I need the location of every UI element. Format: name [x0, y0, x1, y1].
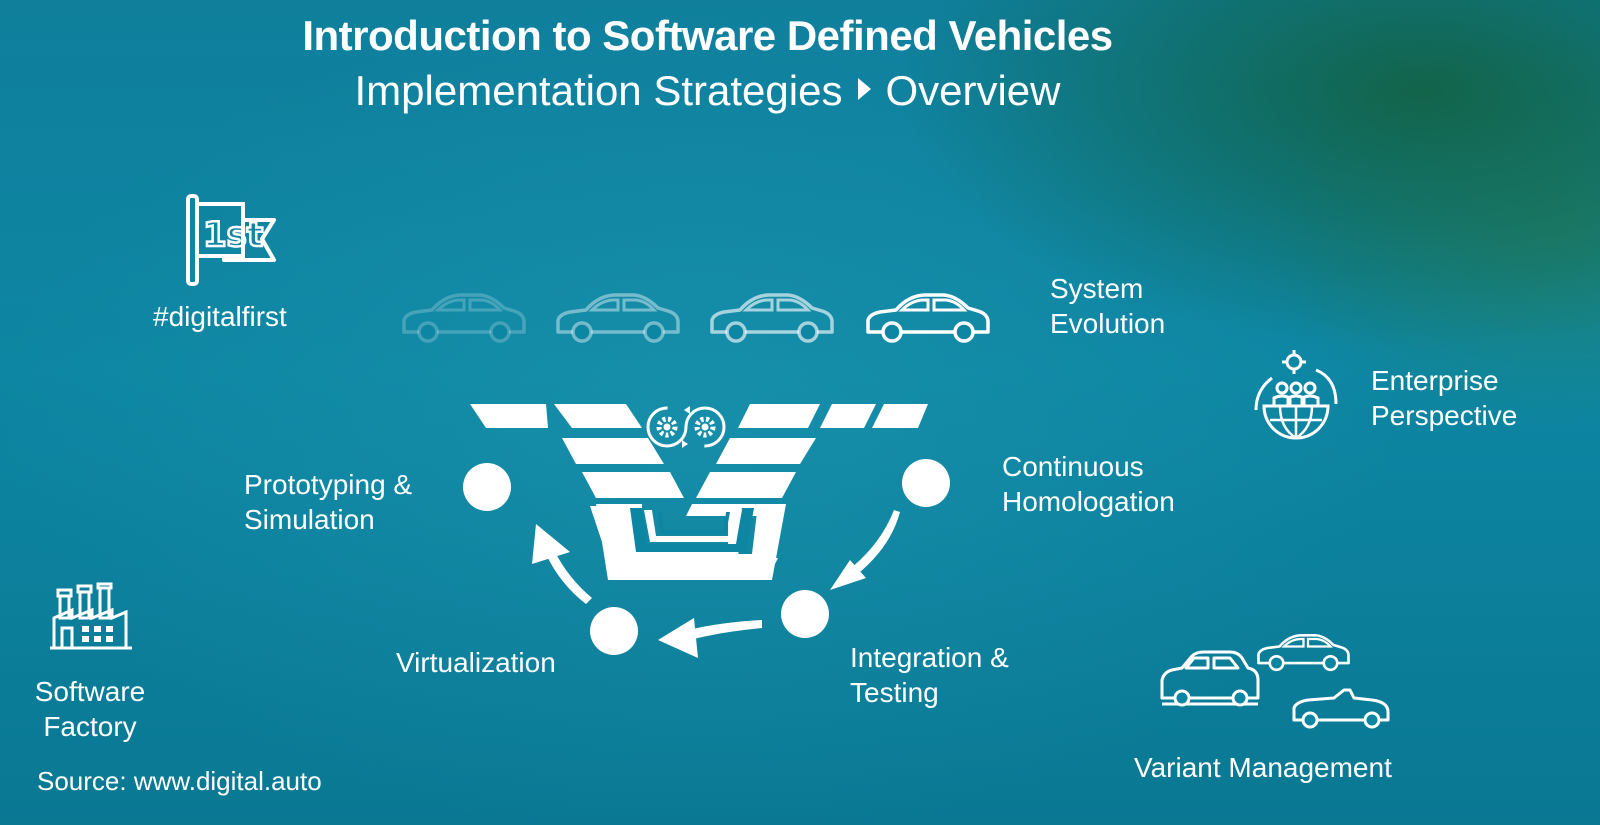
cycle-node-prototyping	[463, 463, 511, 511]
slide-title: Introduction to Software Defined Vehicle…	[302, 12, 1113, 59]
integration-testing-label: Integration &Testing	[850, 642, 1009, 708]
source-credit: Source: www.digital.auto	[37, 766, 322, 796]
virtualization-label: Virtualization	[396, 647, 556, 678]
cycle-node-virtualization	[590, 607, 638, 655]
cycle-node-integration	[781, 590, 829, 638]
v-model-bucket-icon	[596, 504, 786, 580]
variant-management-label: Variant Management	[1134, 752, 1392, 783]
car-icon-faded-3	[710, 293, 834, 343]
cycle-arrows-icon	[532, 510, 900, 658]
car-variants-icon	[1160, 633, 1390, 729]
digital-first-label: #digitalfirst	[153, 301, 287, 332]
breadcrumb-subsection: Overview	[885, 66, 1061, 114]
breadcrumb-arrow-icon	[858, 77, 872, 100]
slide-subtitle: Implementation Strategies Overview	[0, 64, 1415, 115]
breadcrumb-section: Implementation Strategies	[354, 66, 843, 114]
enterprise-globe-icon	[1254, 350, 1338, 440]
car-icon-faded-1	[402, 293, 526, 343]
cycle-node-homologation	[902, 459, 950, 507]
car-icon-current	[866, 293, 990, 343]
factory-icon	[50, 582, 132, 650]
first-place-flag-icon: 1st	[186, 194, 276, 286]
gears-cycle-icon	[646, 406, 726, 448]
flag-number: 1st	[203, 215, 263, 255]
prototyping-simulation-label: Prototyping &Simulation	[244, 469, 413, 535]
car-icon-faded-2	[556, 293, 680, 343]
